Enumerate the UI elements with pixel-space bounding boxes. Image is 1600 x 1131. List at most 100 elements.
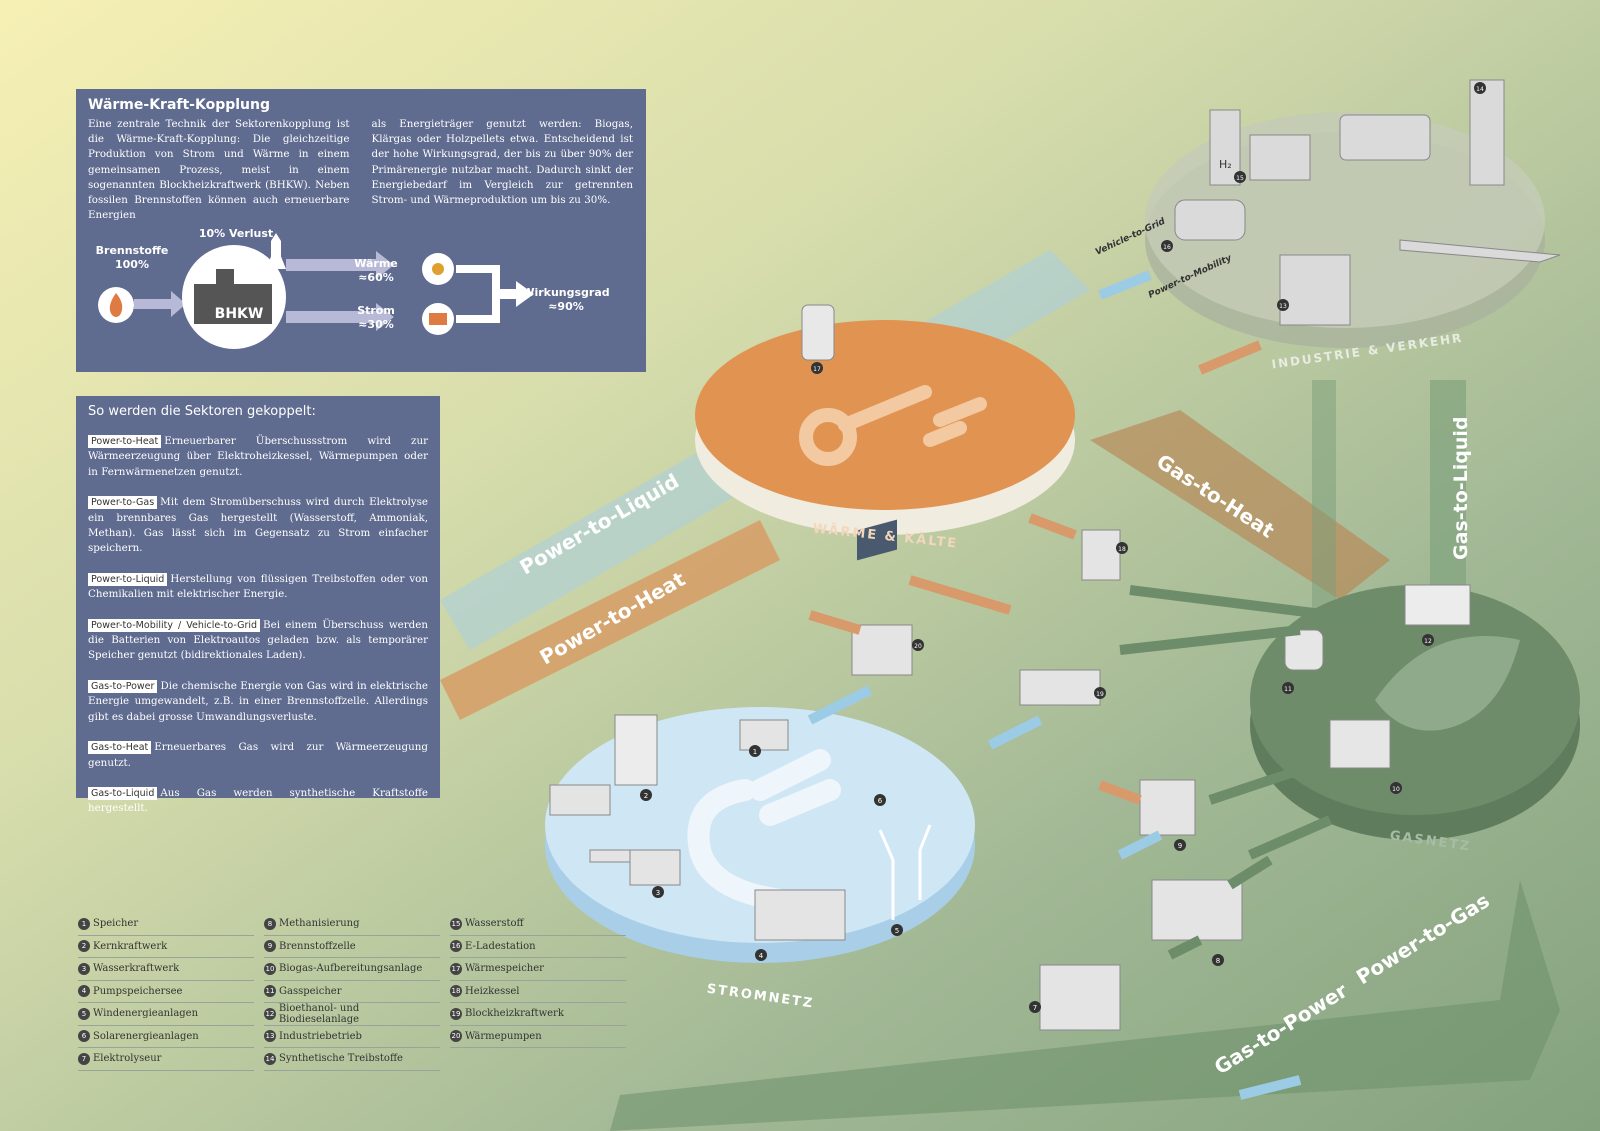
diag-strom: Strom ≈30% — [357, 304, 395, 331]
bioethanol-plant — [1404, 584, 1471, 626]
svg-text:20: 20 — [914, 643, 922, 650]
disc-strom — [545, 519, 975, 963]
svg-text:7: 7 — [1033, 1004, 1037, 1012]
marker-19: 19 — [1094, 687, 1106, 699]
kopplung-col1: Eine zentrale Technik der Sektorenkopplu… — [88, 118, 350, 222]
svg-text:6: 6 — [878, 797, 883, 805]
marker-7: 7 — [1029, 1001, 1041, 1013]
marker-12: 12 — [1422, 634, 1434, 646]
svg-text:18: 18 — [1118, 546, 1126, 553]
kopplung-panel: Wärme-Kraft-Kopplung Eine zentrale Techn… — [76, 89, 646, 372]
diag-bhkw: BHKW — [214, 306, 264, 322]
marker-16: 16 — [1161, 240, 1173, 252]
radiator-icon — [429, 313, 447, 325]
svg-text:17: 17 — [813, 366, 821, 373]
svg-text:11: 11 — [1284, 686, 1292, 693]
markers: 1 2 3 4 5 6 7 8 9 10 11 12 13 14 15 16 1… — [640, 82, 1486, 1013]
marker-2: 2 — [640, 789, 652, 801]
svg-text:16: 16 — [1163, 244, 1171, 251]
sektor-tag: Gas-to-Power — [88, 679, 158, 693]
cooling-tower — [614, 714, 658, 786]
industry-vehicles — [1174, 79, 1561, 326]
marker-14: 14 — [1474, 82, 1486, 94]
connector-arrows — [807, 270, 1371, 1100]
flame-icon — [109, 293, 123, 317]
diag-brennstoffe: Brennstoffe 100% — [95, 244, 169, 271]
flame-leaf-icon — [1375, 636, 1520, 731]
sektor-tag: Power-to-Mobility / Vehicle-to-Grid — [88, 618, 261, 632]
svg-text:9: 9 — [1178, 842, 1182, 850]
thermal-storage-tank — [801, 304, 835, 361]
svg-text:15: 15 — [1236, 175, 1244, 182]
h2-icon: H₂ — [1219, 158, 1232, 171]
diag-wirkungsgrad: Wirkungsgrad ≈90% — [522, 286, 610, 313]
kopplung-title: Wärme-Kraft-Kopplung — [88, 97, 270, 113]
marker-8: 8 — [1212, 954, 1224, 966]
marker-3: 3 — [652, 886, 664, 898]
svg-text:5: 5 — [895, 927, 899, 935]
flow-band-gas-to-liquid — [1430, 380, 1466, 610]
sektoren-panel: So werden die Sektoren gekoppelt: Power-… — [76, 396, 440, 814]
lightbulb-icon — [432, 263, 444, 275]
svg-text:4: 4 — [759, 952, 764, 960]
sektor-tag: Gas-to-Heat — [88, 741, 152, 755]
kopplung-text: Eine zentrale Technik der Sektorenkopplu… — [88, 117, 633, 223]
flow-band-power-to-heat — [440, 520, 780, 720]
svg-text:13: 13 — [1279, 303, 1287, 310]
wind-turbines — [878, 824, 932, 920]
sektor-tag: Power-to-Heat — [88, 435, 162, 448]
svg-text:14: 14 — [1476, 86, 1484, 93]
marker-5: 5 — [891, 924, 903, 936]
marker-6: 6 — [874, 794, 886, 806]
bhkw-diagram — [98, 233, 534, 349]
marker-10: 10 — [1390, 782, 1402, 794]
diag-verlust: 10% Verlust — [198, 227, 274, 240]
svg-text:2: 2 — [644, 792, 648, 800]
svg-text:10: 10 — [1392, 786, 1400, 793]
gas-storage-tank — [1284, 629, 1324, 671]
marker-1: 1 — [749, 745, 761, 757]
marker-9: 9 — [1174, 839, 1186, 851]
disc-industrie — [1145, 112, 1545, 348]
svg-text:12: 12 — [1424, 638, 1432, 645]
marker-20: 20 — [912, 639, 924, 651]
solar-panel — [857, 519, 897, 561]
flow-label-gas-to-liquid: Gas-to-Liquid — [1450, 417, 1472, 561]
diag-waerme: Wärme ≈60% — [354, 257, 398, 284]
sektor-tag: Power-to-Liquid — [88, 572, 168, 586]
flow-band-bottom — [610, 880, 1560, 1131]
kopplung-col2: als Energieträger genutzt werden: Biogas… — [371, 118, 634, 207]
disc-gas — [1250, 584, 1580, 840]
svg-text:3: 3 — [656, 889, 660, 897]
disc-waerme — [695, 304, 1075, 535]
svg-text:19: 19 — [1096, 691, 1104, 698]
svg-text:8: 8 — [1216, 957, 1220, 965]
flow-band-vertical-green — [1312, 380, 1336, 640]
marker-15: 15 — [1234, 171, 1246, 183]
marker-4: 4 — [755, 949, 767, 961]
